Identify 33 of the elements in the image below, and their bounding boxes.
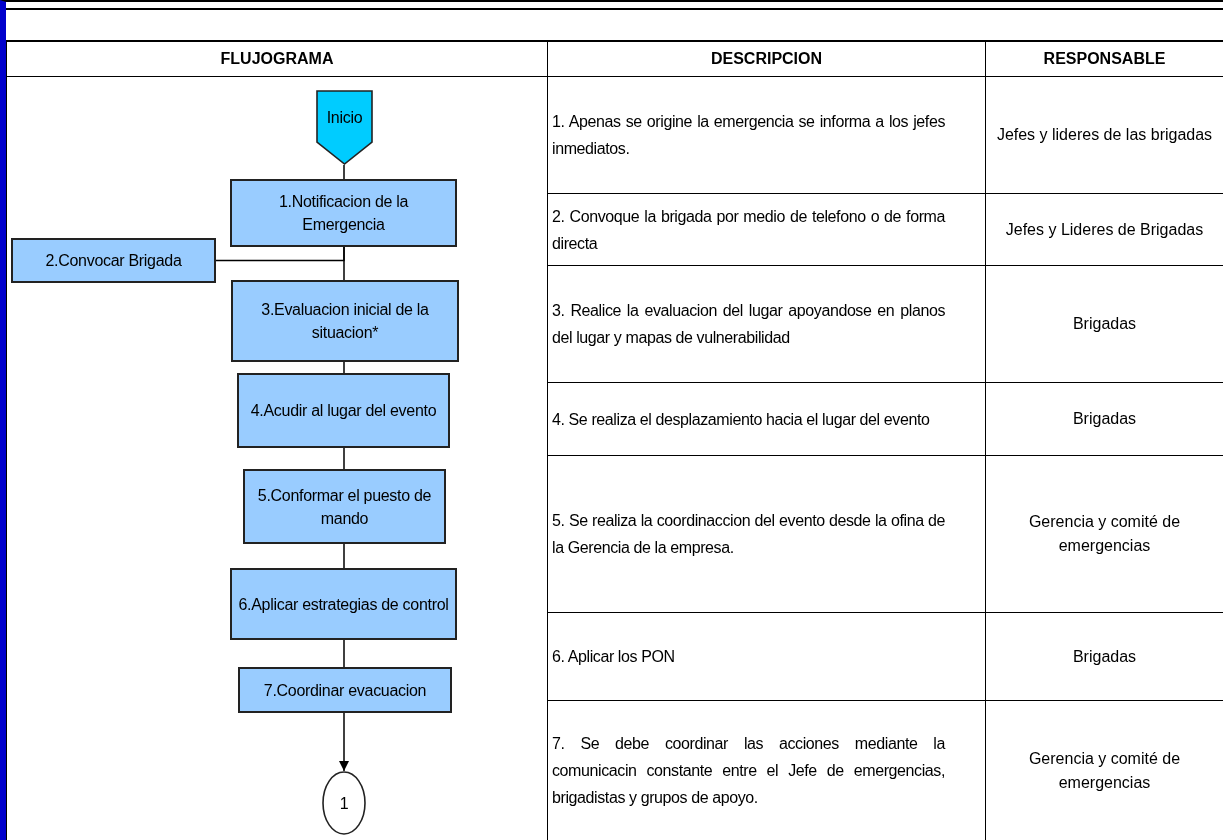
description-text: 1. Apenas se origine la emergencia se informa a los jefes inmediatos. [552,112,945,159]
process-box: 2.Convocar Brigada [11,238,216,283]
responsible-text: Gerencia y comité de emergencias [1027,512,1182,556]
process-box: 5.Conformar el puesto de mando [243,469,446,544]
description-text: 5. Se realiza la coordinaccion del evento desde la ofina de la Gerencia de la empresa. [552,511,945,558]
responsible-text: Brigadas [1072,314,1137,334]
description-text: 3. Realice la evaluacion del lugar apoyandose en planos del lugar y mapas de vulnerabilidad [552,301,945,348]
connector-line [339,712,349,772]
connector-line [343,447,345,470]
column-header: DESCRIPCION [710,50,823,68]
process-box: 3.Evaluacion inicial de la situacion* [231,280,459,362]
connector-line [343,246,345,281]
description-text: 2. Convoque la brigada por medio de telefono o de forma directa [552,206,945,254]
responsible-text: Gerencia y comité de emergencias [1027,748,1182,793]
process-box: 7.Coordinar evacuacion [238,667,452,713]
responsible-text: Brigadas [1072,646,1137,667]
connector-line [343,361,345,374]
connector-line [343,164,345,180]
process-box: 4.Acudir al lugar del evento [237,373,450,448]
column-header: RESPONSABLE [1043,50,1166,68]
connector-circle: 1 [322,771,366,835]
process-box: 1.Notificacion de la Emergencia [230,179,457,247]
connector-line [343,639,345,668]
responsible-text: Jefes y lideres de las brigadas [996,125,1213,145]
description-text: 7. Se debe coordinar las acciones mediante la comunicacin constante entre el Jefe de emergencias, brigadistas y grupos de apoyo. [552,734,945,808]
connector-line [343,543,345,569]
responsible-text: Jefes y Lideres de Brigadas [1005,219,1204,240]
process-box: 6.Aplicar estrategias de control [230,568,457,640]
offpage-connector: Inicio [316,90,373,165]
responsible-text: Brigadas [1072,409,1137,429]
description-text: 6. Aplicar los PON [552,647,675,667]
column-header: FLUJOGRAMA [220,50,334,68]
description-text: 4. Se realiza el desplazamiento hacia el lugar del evento [552,409,930,430]
